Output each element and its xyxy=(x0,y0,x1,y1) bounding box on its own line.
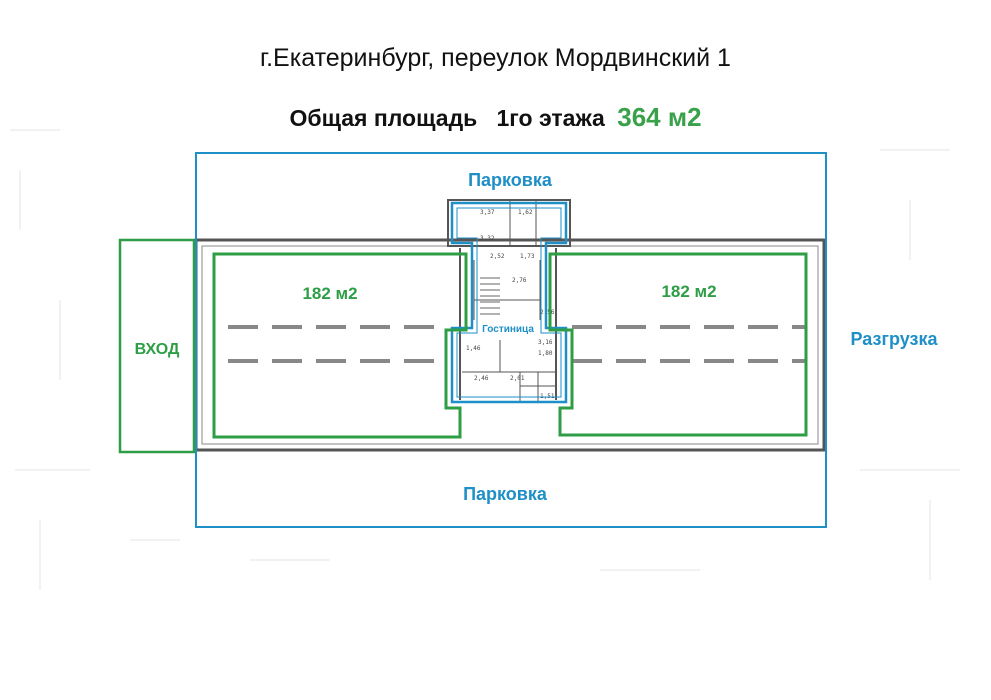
total-area-label: Общая площадь 1го этажа xyxy=(289,105,605,131)
entrance-zone-outline xyxy=(118,238,196,454)
right-hall-area-label: 182 м2 xyxy=(661,282,716,301)
total-area-heading: Общая площадь 1го этажа 364 м2 xyxy=(0,102,991,133)
left-hall-outline xyxy=(212,252,468,439)
plan-mark: 2,56 xyxy=(540,309,555,316)
plan-mark: 2,46 xyxy=(474,375,489,382)
left-hall-area-label: 182 м2 xyxy=(302,284,357,303)
scan-background xyxy=(10,129,960,590)
plan-mark: 3,37 xyxy=(480,209,495,216)
hotel-zone-outline xyxy=(450,201,568,404)
plan-mark: 3,16 xyxy=(538,339,553,346)
plan-mark: 1,62 xyxy=(518,209,533,216)
right-hall-outline xyxy=(548,252,808,437)
plan-mark: 2,76 xyxy=(512,277,527,284)
staircase xyxy=(480,277,500,315)
unloading-label: Разгрузка xyxy=(851,329,939,349)
top-annex-wall xyxy=(447,199,571,247)
column-rows xyxy=(228,325,805,363)
plan-mark: 2,01 xyxy=(510,375,525,382)
entrance-label: ВХОД xyxy=(135,341,180,358)
plan-mark: 1,46 xyxy=(466,345,481,352)
inner-wall-line xyxy=(201,245,819,445)
hotel-label: Гостиница xyxy=(482,324,534,335)
plan-mark: 1,73 xyxy=(520,253,535,260)
total-area-value: 364 м2 xyxy=(617,102,702,132)
outer-wall xyxy=(194,238,826,452)
parking-top-label: Парковка xyxy=(468,170,553,190)
plan-mark: 1,80 xyxy=(538,350,553,357)
plan-mark: 3,32 xyxy=(480,235,495,242)
parking-area-outline xyxy=(195,152,827,528)
parking-bottom-label: Парковка xyxy=(463,484,548,504)
plan-mark: 2,52 xyxy=(490,253,505,260)
address-title: г.Екатеринбург, переулок Мордвинский 1 xyxy=(260,44,731,72)
hotel-zone-inner-outline xyxy=(456,207,562,398)
